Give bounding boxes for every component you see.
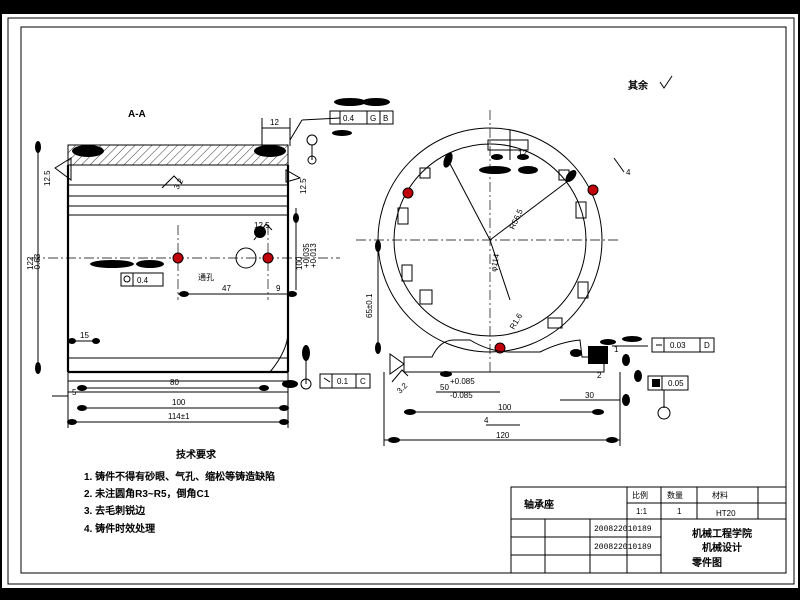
dim-bottom-30: 30 xyxy=(585,391,594,400)
dim-9: 9 xyxy=(276,284,281,293)
tech-item-4: 4. 铸件时效处理 xyxy=(84,522,155,535)
dim-bottom-4: 4 xyxy=(484,416,489,425)
tol-right: 0.03 xyxy=(670,341,686,350)
dim-15: 15 xyxy=(80,331,89,340)
tol-frame-flat xyxy=(647,375,689,391)
roughness-symbol xyxy=(659,75,673,89)
base xyxy=(403,339,605,373)
scale-label: 比例 xyxy=(632,490,648,500)
hole-marker xyxy=(262,252,274,264)
dim-50-tol-b: -0.085 xyxy=(450,391,473,400)
drawing-no: 零件图 xyxy=(691,556,722,569)
dim-50-tol-a: +0.085 xyxy=(450,377,475,386)
dim-center-tol2: +0.013 xyxy=(309,243,318,268)
qty-value: 1 xyxy=(677,507,682,516)
dim-center-tol: +0.035 xyxy=(302,243,311,268)
dim-12: 12 xyxy=(518,149,527,158)
dim-inner-dia: φ114 xyxy=(489,253,501,273)
class-name: 机械设计 xyxy=(702,541,742,554)
tol-frame-right xyxy=(651,337,715,353)
material-label: 材料 xyxy=(712,490,728,500)
datum-b: B xyxy=(383,114,388,123)
small-1: 1 xyxy=(614,345,619,354)
datum-g: G xyxy=(370,114,376,123)
roughness-top: 12.5 xyxy=(43,170,52,186)
dim-left-height: 122 xyxy=(26,256,35,270)
datum-d-circle xyxy=(657,406,671,420)
dim-r4: 4 xyxy=(626,168,631,177)
dim-bottom-100: 100 xyxy=(498,403,512,412)
title-block: 轴承座 比例 数量 材料 1:1 1 HT20 200822010189 200… xyxy=(510,486,787,574)
tol-frame-01 xyxy=(319,373,371,389)
dim-bottom-120: 120 xyxy=(496,431,510,440)
dim-100: 100 xyxy=(172,398,186,407)
tech-item-2: 2. 未注圆角R3~R5，倒角C1 xyxy=(84,487,210,500)
dim-top-gap: 12 xyxy=(270,118,279,127)
dim-5: 5 xyxy=(72,388,77,397)
dim-114: 114±1 xyxy=(168,412,190,421)
tech-item-1: 1. 铸件不得有砂眼、气孔、缩松等铸造缺陷 xyxy=(84,470,275,483)
datum-c-circle xyxy=(300,378,312,390)
section-label: A-A xyxy=(128,109,146,120)
dim-47: 47 xyxy=(222,284,231,293)
tech-item-3: 3. 去毛刺锐边 xyxy=(84,504,146,517)
dim-center: 100 xyxy=(295,256,304,270)
hole-marker xyxy=(402,187,414,199)
hole-tol-frame xyxy=(120,272,164,287)
roughness-side: 12.5 xyxy=(299,178,308,194)
school: 机械工程学院 xyxy=(692,527,752,540)
qty-label: 数量 xyxy=(667,490,683,500)
datum-circle xyxy=(306,134,318,146)
checked-by-id: 200822010189 xyxy=(594,543,652,552)
tol-main: 0.4 xyxy=(343,114,355,123)
section-view: 122 -0.63 12.5 3.2 12.5 12 0.4 G B 0.4 xyxy=(26,98,394,428)
surface-note: 其余 xyxy=(628,79,649,92)
datum-d: D xyxy=(704,341,710,350)
tol-flat: 0.05 xyxy=(668,379,684,388)
material-value: HT20 xyxy=(716,509,736,518)
roughness-hole: 12.5 xyxy=(254,221,270,230)
tolerance-frame-main xyxy=(329,110,394,125)
dim-80: 80 xyxy=(170,378,179,387)
outer-border xyxy=(7,17,795,585)
part-name: 轴承座 xyxy=(524,498,554,511)
inner-border xyxy=(20,26,787,574)
dim-50: 50 xyxy=(440,383,449,392)
small-2: 2 xyxy=(597,371,602,380)
scale-value: 1:1 xyxy=(636,507,648,516)
datum-c: C xyxy=(360,377,366,386)
paper xyxy=(2,14,798,588)
drawn-by-id: 200822010189 xyxy=(594,525,652,534)
through-hole-label: 通孔 xyxy=(198,272,214,282)
hole-tol: 0.4 xyxy=(137,276,149,285)
dim-left-v: 65±0.1 xyxy=(365,293,374,318)
dim-left-height-tol: -0.63 xyxy=(33,253,42,272)
tech-requirements: 技术要求 1. 铸件不得有砂眼、气孔、缩松等铸造缺陷 2. 未注圆角R3~R5，… xyxy=(84,448,275,535)
tol-01: 0.1 xyxy=(337,377,349,386)
hole-marker xyxy=(172,252,184,264)
tech-title: 技术要求 xyxy=(176,448,217,461)
hole-marker xyxy=(587,184,599,196)
